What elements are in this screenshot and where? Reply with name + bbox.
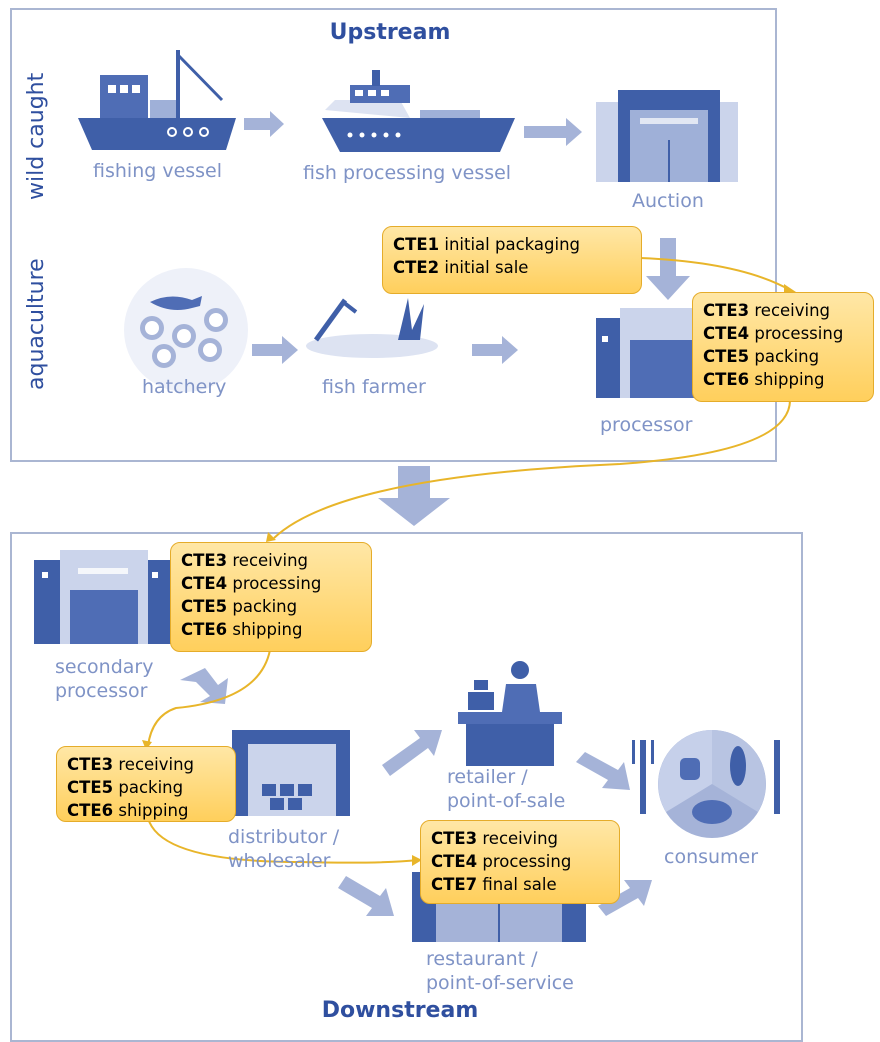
upstream-panel: [10, 8, 777, 462]
cte-text: receiving: [118, 755, 195, 774]
cte-box-initial: CTE1 initial packaging CTE2 initial sale: [382, 226, 642, 294]
retailer-icon: [458, 661, 562, 766]
cte-text: initial sale: [444, 258, 529, 277]
label-fishing-vessel: fishing vessel: [93, 160, 223, 182]
consumer-plate-icon: [632, 730, 780, 838]
cte-text: initial packaging: [444, 235, 581, 254]
arrow-processing-to-auction: [524, 118, 582, 146]
cte-code: CTE3: [67, 755, 114, 774]
label-fish-processing-vessel: fish processing vessel: [303, 162, 512, 184]
cte-code: CTE3: [703, 301, 750, 320]
big-down-arrow: [378, 466, 450, 526]
cte-text: processing: [232, 574, 322, 593]
label-auction: Auction: [632, 190, 704, 212]
cte-code: CTE6: [67, 801, 114, 820]
cte-text: shipping: [118, 801, 189, 820]
cte-code: CTE5: [67, 778, 114, 797]
label-retailer-line1: retailer /: [447, 766, 528, 788]
label-retailer-line2: point-of-sale: [447, 790, 566, 812]
cte-code: CTE3: [181, 551, 228, 570]
connector-lines: [147, 257, 791, 864]
cte-code: CTE2: [393, 258, 440, 277]
label-distributor-line1: distributor /: [228, 826, 340, 848]
arrow-hatchery-to-farmer: [252, 336, 298, 364]
distributor-icon: [232, 730, 350, 816]
cte-text: receiving: [754, 301, 831, 320]
label-secondary-processor-line2: processor: [55, 680, 148, 702]
label-restaurant-line1: restaurant /: [426, 948, 538, 970]
label-secondary-processor-line1: secondary: [55, 656, 154, 678]
cte-code: CTE6: [703, 370, 750, 389]
cte-box-restaurant: CTE3 receiving CTE4 processing CTE7 fina…: [420, 820, 620, 904]
fish-farmer-icon: [306, 298, 438, 358]
cte-code: CTE4: [431, 852, 478, 871]
cte-text: packing: [118, 778, 184, 797]
arrow-vessel-to-processing: [244, 111, 284, 137]
cte-code: CTE3: [431, 829, 478, 848]
fish-processing-vessel-icon: [322, 70, 515, 152]
cte-box-processor: CTE3 receiving CTE4 processing CTE5 pack…: [692, 292, 874, 402]
cte-code: CTE7: [431, 875, 478, 894]
arrow-retailer-to-consumer: [576, 752, 630, 790]
cte-code: CTE1: [393, 235, 440, 254]
cte-text: receiving: [232, 551, 309, 570]
cte-text: packing: [754, 347, 820, 366]
label-distributor-line2: wholesaler: [228, 850, 331, 872]
cte-code: CTE4: [703, 324, 750, 343]
arrow-secondary-to-distributor: [180, 668, 228, 704]
cte-box-distributor: CTE3 receiving CTE5 packing CTE6 shippin…: [56, 746, 236, 822]
cte-code: CTE4: [181, 574, 228, 593]
arrow-distributor-to-restaurant: [338, 876, 394, 916]
cte-text: receiving: [482, 829, 559, 848]
cte-box-secondary-processor: CTE3 receiving CTE4 processing CTE5 pack…: [170, 542, 372, 652]
arrow-distributor-to-retailer: [382, 730, 442, 776]
upstream-title: Upstream: [329, 20, 451, 45]
hatchery-icon: [124, 268, 248, 392]
cte-text: processing: [482, 852, 572, 871]
label-restaurant-line2: point-of-service: [426, 972, 574, 994]
label-consumer: consumer: [664, 846, 759, 868]
auction-building-icon: [596, 90, 738, 182]
cte-code: CTE5: [181, 597, 228, 616]
label-hatchery: hatchery: [142, 376, 227, 398]
label-processor: processor: [600, 414, 693, 436]
cte-code: CTE5: [703, 347, 750, 366]
secondary-processor-icon: [34, 550, 174, 644]
downstream-title: Downstream: [321, 998, 479, 1023]
cte-text: shipping: [232, 620, 303, 639]
cte-text: final sale: [482, 875, 557, 894]
cte-text: shipping: [754, 370, 825, 389]
cte-text: packing: [232, 597, 298, 616]
fishing-vessel-icon: [78, 50, 236, 150]
arrow-auction-to-processor: [646, 238, 690, 300]
cte-code: CTE6: [181, 620, 228, 639]
arrow-restaurant-to-consumer: [598, 880, 652, 916]
arrow-farmer-to-processor: [472, 336, 518, 364]
cte-text: processing: [754, 324, 844, 343]
label-fish-farmer: fish farmer: [322, 376, 426, 398]
